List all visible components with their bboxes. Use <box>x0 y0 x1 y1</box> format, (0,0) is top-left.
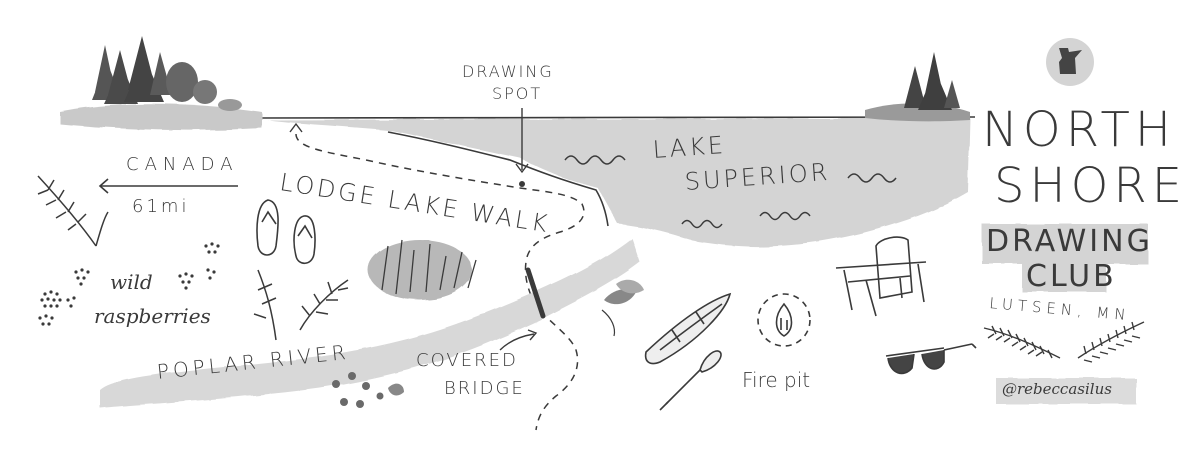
drawing-spot-label-line1: DRAWING <box>462 62 554 81</box>
right-island-trees <box>865 52 970 122</box>
canada-arrow <box>98 178 238 194</box>
horizon-line <box>257 116 976 119</box>
covered-label: COVERED <box>416 350 518 371</box>
feather-icon <box>983 321 1145 363</box>
drawing-spot-label-line2: SPOT <box>492 84 543 103</box>
lodge-lake-trail <box>295 133 585 431</box>
marsh-grass <box>368 239 477 300</box>
title-line-shore: SHORE <box>994 158 1188 214</box>
drawing-spot-marker <box>515 108 529 187</box>
lake-superior-water <box>268 118 970 247</box>
shoreline <box>387 131 609 227</box>
minnesota-state-icon <box>1046 38 1094 86</box>
wild-label: wild <box>110 270 153 294</box>
flip-flops-icon <box>256 199 316 265</box>
poplar-river <box>100 238 640 408</box>
lake-label: LAKE <box>651 130 727 164</box>
lake-waves <box>564 155 897 229</box>
artist-handle: @rebeccasilus <box>1002 380 1112 398</box>
canoe-icon <box>644 292 732 365</box>
paddle-icon <box>659 350 722 411</box>
canada-distance-label: 61mi <box>132 196 190 217</box>
adirondack-chair-icon <box>835 236 927 317</box>
left-island-trees <box>60 36 262 131</box>
handle-wash <box>996 378 1136 404</box>
raspberry-icon <box>38 242 220 326</box>
bridge-label: BRIDGE <box>444 378 525 399</box>
title-line-north: NORTH <box>982 102 1176 158</box>
fire-pit-label: Fire pit <box>742 368 811 392</box>
canada-label: CANADA <box>126 154 239 175</box>
title-wash-club <box>1022 262 1106 292</box>
raspberries-label: raspberries <box>94 304 211 328</box>
fern-icon <box>37 175 349 341</box>
covered-bridge <box>499 267 546 351</box>
leaf-sprig <box>601 279 644 337</box>
berry-cluster <box>332 372 404 408</box>
title-line-drawing: DRAWING <box>986 224 1153 259</box>
title-line-club: CLUB <box>1026 259 1117 294</box>
sunglasses-icon <box>885 343 977 375</box>
title-wash-drawing <box>982 224 1148 264</box>
fire-pit-icon <box>757 293 811 347</box>
